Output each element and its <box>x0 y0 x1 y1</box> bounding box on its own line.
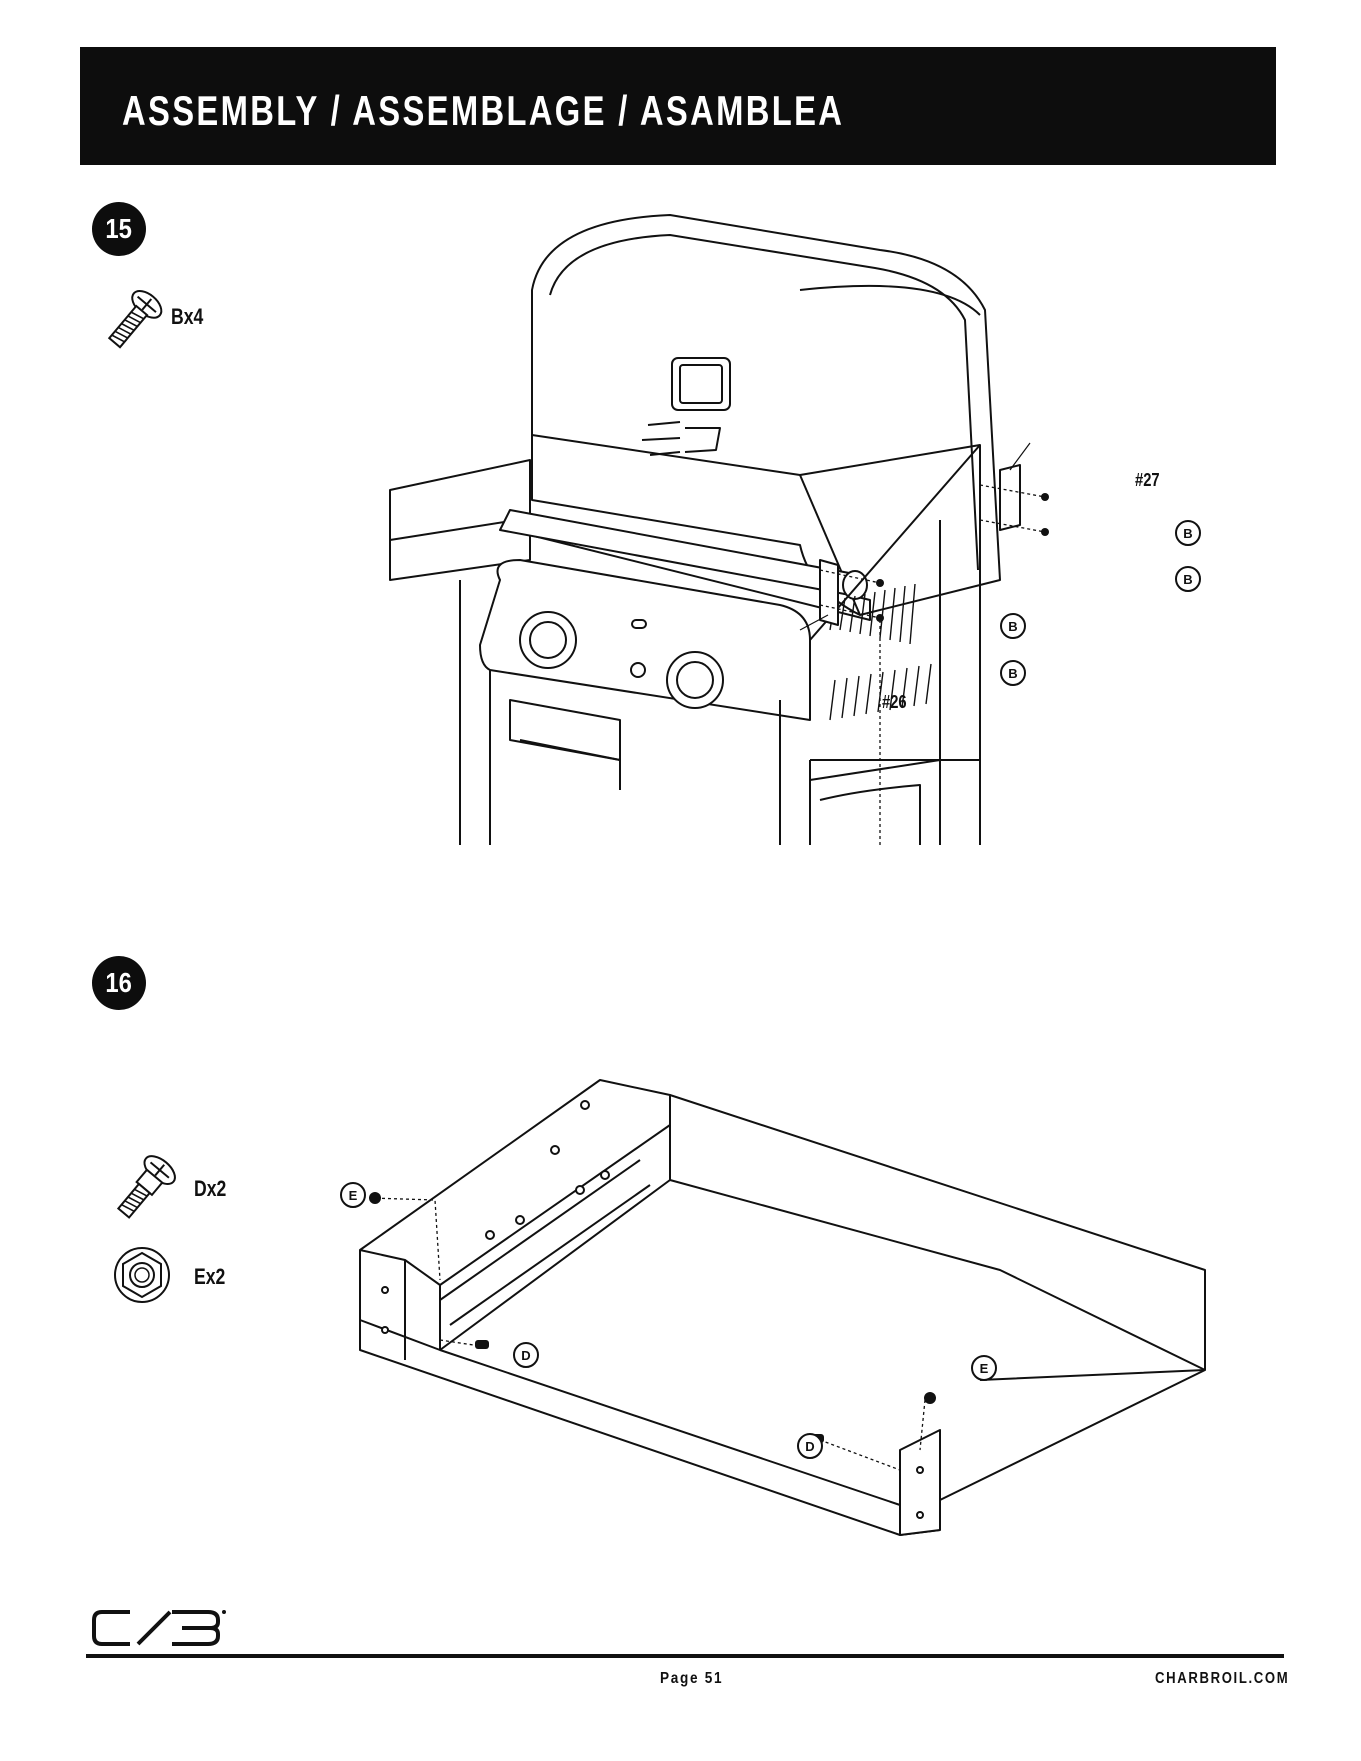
step-number-badge: 16 <box>92 956 146 1010</box>
screw-icon <box>95 285 170 360</box>
nut-icon <box>112 1245 172 1305</box>
grill-assembly-drawing <box>380 200 1110 845</box>
callout-b: B <box>1000 660 1026 686</box>
page-title: ASSEMBLY / ASSEMBLAGE / ASAMBLEA <box>122 87 844 135</box>
callout-e: E <box>340 1182 366 1208</box>
hardware-qty-e: Ex2 <box>194 1264 225 1290</box>
callout-b: B <box>1175 566 1201 592</box>
callout-b: B <box>1175 520 1201 546</box>
callout-e: E <box>971 1355 997 1381</box>
brand-logo <box>90 1606 230 1650</box>
part-label-26: #26 <box>882 692 907 713</box>
bottom-tray-drawing <box>340 1050 1220 1550</box>
shoulder-bolt-icon <box>103 1150 183 1230</box>
step-number-badge: 15 <box>92 202 146 256</box>
callout-b: B <box>1000 613 1026 639</box>
hardware-qty-d: Dx2 <box>194 1176 226 1202</box>
website-link[interactable]: CHARBROIL.COM <box>1155 1670 1289 1688</box>
callout-d: D <box>513 1342 539 1368</box>
hardware-qty-b: Bx4 <box>171 304 203 330</box>
part-label-27: #27 <box>1135 470 1160 491</box>
footer-rule <box>86 1654 1284 1658</box>
callout-d: D <box>797 1433 823 1459</box>
header-bar: ASSEMBLY / ASSEMBLAGE / ASAMBLEA <box>80 47 1276 165</box>
page-number: Page 51 <box>660 1670 723 1688</box>
